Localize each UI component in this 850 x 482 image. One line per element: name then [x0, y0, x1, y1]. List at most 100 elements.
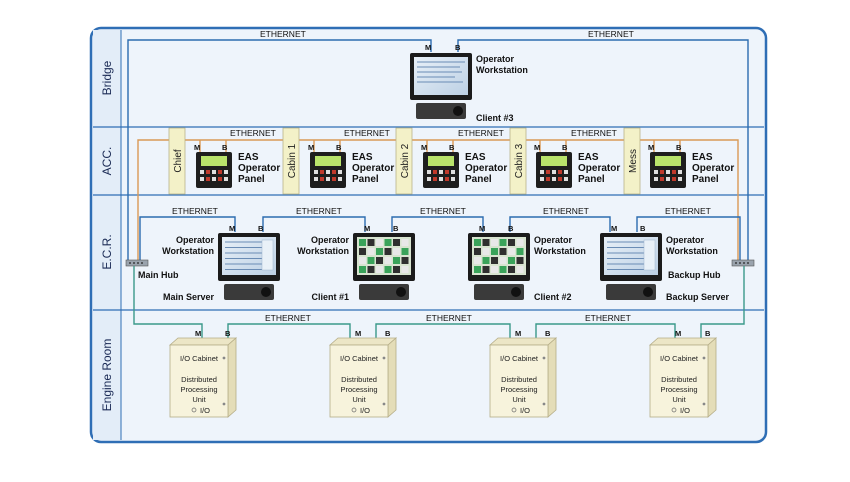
cabinet-line1: Distributed: [341, 375, 377, 384]
port-m-label: M: [355, 329, 361, 338]
eas-label-line1: EAS: [692, 152, 713, 163]
io-symbol-icon: [351, 407, 357, 413]
main-hub-label: Main Hub: [138, 270, 179, 280]
acc-location-tab: Chief: [168, 127, 186, 195]
eas-label-line3: Panel: [352, 174, 379, 185]
port-b-label: B: [258, 224, 264, 233]
port-b-label: B: [562, 143, 568, 152]
client-3-label: Client #3: [476, 113, 514, 123]
cabinet-line2: Processing: [340, 385, 377, 394]
eas-label-line2: Operator: [465, 163, 507, 174]
ethernet-label: ETHERNET: [344, 128, 390, 138]
port-m-label: M: [611, 224, 617, 233]
cabinet-title: I/O Cabinet: [660, 354, 699, 363]
eas-label-line3: Panel: [465, 174, 492, 185]
port-m-label: M: [515, 329, 521, 338]
port-m-label: M: [648, 143, 654, 152]
io-label: I/O: [200, 406, 210, 415]
zone-label-acc: ACC.: [100, 147, 114, 176]
eas-label-line2: Operator: [578, 163, 620, 174]
cabinet-line2: Processing: [180, 385, 217, 394]
ethernet-label: ETHERNET: [260, 29, 306, 39]
acc-location-label: Chief: [173, 149, 184, 173]
station-name-label: Backup Server: [666, 292, 730, 302]
port-m-label: M: [425, 43, 431, 52]
zone-label-ecr: E.C.R.: [100, 234, 114, 269]
port-b-label: B: [705, 329, 711, 338]
bridge-network-lines: [127, 39, 749, 265]
port-b-label: B: [225, 329, 231, 338]
acc-location-label: Mess: [628, 149, 639, 173]
outer-frame: [89, 26, 768, 444]
cabinet-line3: Unit: [512, 395, 526, 404]
eas-label-line2: Operator: [352, 163, 394, 174]
engine-room-network-lines: [133, 266, 745, 338]
workstation-label-line1: Operator: [534, 235, 573, 245]
ethernet-label: ETHERNET: [665, 206, 711, 216]
port-m-label: M: [534, 143, 540, 152]
io-symbol-icon: [671, 407, 677, 413]
workstation-label-line2: Workstation: [534, 246, 586, 256]
cabinet-body: [489, 344, 549, 418]
eas-label-line2: Operator: [238, 163, 280, 174]
port-b-label: B: [336, 143, 342, 152]
port-m-label: M: [308, 143, 314, 152]
zone-label-column: [93, 30, 121, 440]
station-name-label: Client #1: [311, 292, 349, 302]
workstation-label-line1: Operator: [476, 54, 515, 64]
station-name-label: Main Server: [163, 292, 215, 302]
port-m-label: M: [479, 224, 485, 233]
port-b-label: B: [640, 224, 646, 233]
ethernet-label: ETHERNET: [296, 206, 342, 216]
keyboard-icon: [359, 284, 409, 300]
port-b-label: B: [508, 224, 514, 233]
eas-label-line1: EAS: [465, 152, 486, 163]
backup-hub-label: Backup Hub: [668, 270, 721, 280]
cabinet-line3: Unit: [672, 395, 686, 404]
eas-label-line1: EAS: [352, 152, 373, 163]
zone-label-engine-room: Engine Room: [100, 339, 114, 412]
acc-location-tab: Mess: [623, 127, 641, 195]
acc-location-tab: Cabin 2: [395, 127, 413, 195]
cabinet-line1: Distributed: [661, 375, 697, 384]
workstation-label-line2: Workstation: [162, 246, 214, 256]
cabinet-body: [329, 344, 389, 418]
port-m-label: M: [675, 329, 681, 338]
workstation-label-line2: Workstation: [297, 246, 349, 256]
eas-label-line1: EAS: [238, 152, 259, 163]
eas-label-line3: Panel: [238, 174, 265, 185]
port-b-label: B: [222, 143, 228, 152]
port-b-label: B: [676, 143, 682, 152]
main-hub: [125, 259, 149, 267]
ethernet-label: ETHERNET: [458, 128, 504, 138]
cabinet-line1: Distributed: [181, 375, 217, 384]
io-label: I/O: [360, 406, 370, 415]
ethernet-label: ETHERNET: [426, 313, 472, 323]
ethernet-label: ETHERNET: [265, 313, 311, 323]
operator-workstation-bridge: [410, 53, 472, 119]
workstation-label-line1: Operator: [311, 235, 350, 245]
ethernet-label: ETHERNET: [543, 206, 589, 216]
port-b-label: B: [455, 43, 461, 52]
cabinet-line3: Unit: [352, 395, 366, 404]
cabinet-line3: Unit: [192, 395, 206, 404]
station-name-label: Client #2: [534, 292, 572, 302]
port-m-label: M: [195, 329, 201, 338]
ethernet-label: ETHERNET: [585, 313, 631, 323]
port-b-label: B: [545, 329, 551, 338]
workstation-label-line2: Workstation: [666, 246, 718, 256]
port-m-label: M: [421, 143, 427, 152]
io-symbol-icon: [511, 407, 517, 413]
acc-location-label: Cabin 1: [287, 143, 298, 178]
keyboard-icon: [416, 103, 466, 119]
